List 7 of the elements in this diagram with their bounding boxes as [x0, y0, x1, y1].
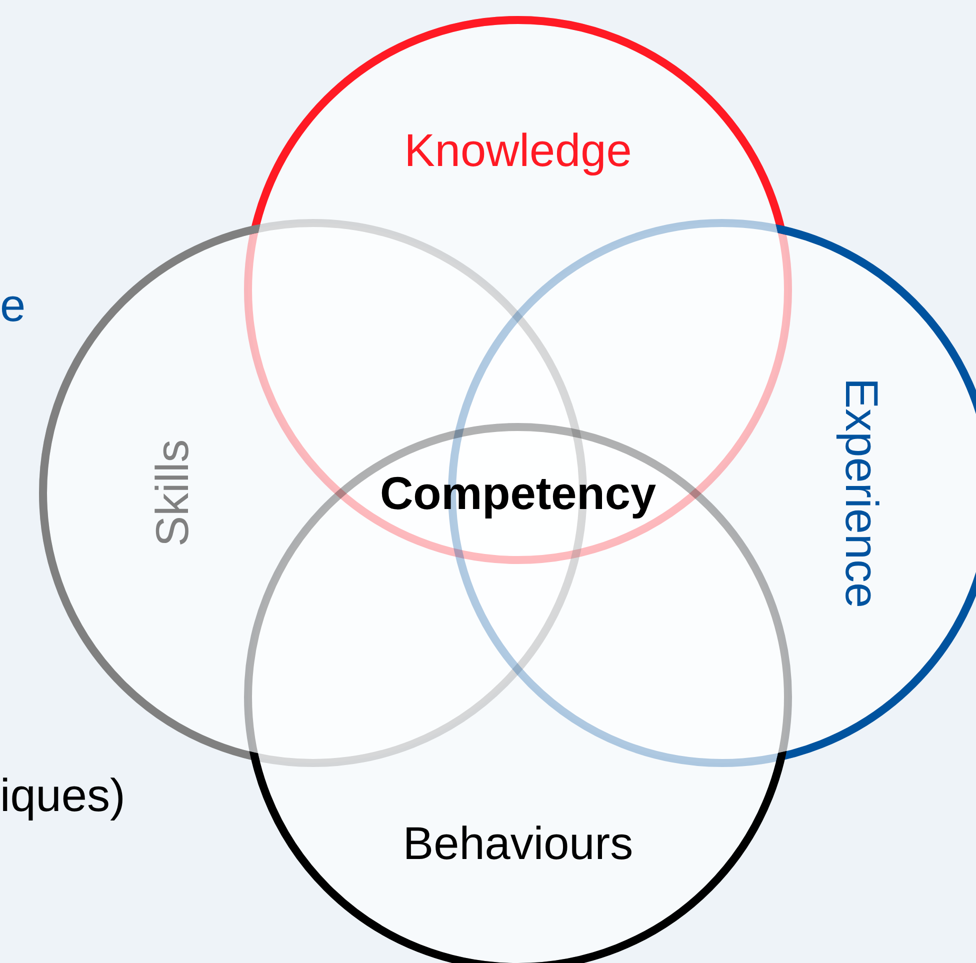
- center-label: Competency: [380, 470, 656, 516]
- circle-label: Knowledge: [404, 127, 632, 173]
- cut-off-text: iques): [0, 772, 126, 818]
- circle-label: Behaviours: [402, 820, 634, 866]
- cut-off-text: e: [0, 282, 26, 328]
- circle-label: Skills: [149, 439, 195, 547]
- circle-label: Experience: [839, 378, 885, 608]
